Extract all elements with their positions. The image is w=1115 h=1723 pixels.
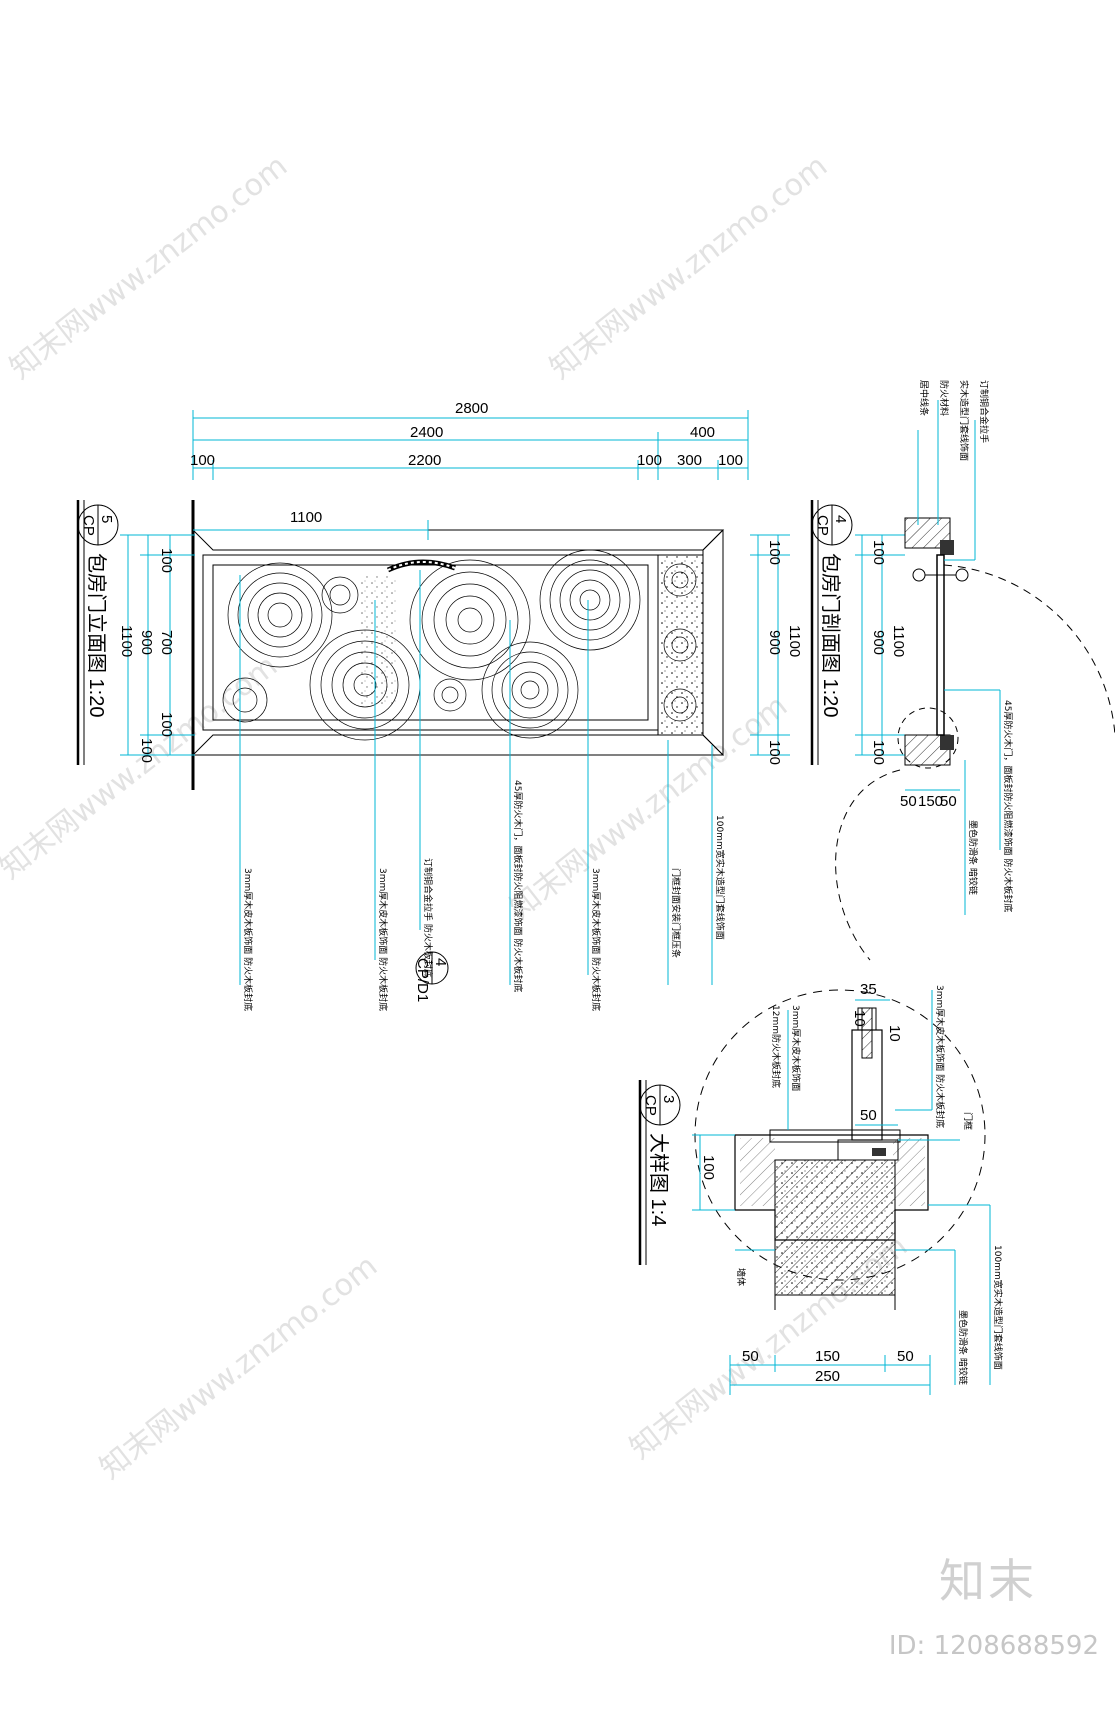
elevation-right-dimensions: 100 900 1100 100 bbox=[750, 534, 803, 765]
dim-1100: 1100 bbox=[890, 625, 907, 657]
note-section-door: 45厚防火木门，面板封防火阻燃漆饰面 防火木板封底 bbox=[1002, 700, 1014, 912]
dim-150: 150 bbox=[918, 793, 943, 810]
image-id: ID: 1208688592 bbox=[888, 1631, 1099, 1661]
dim-1100: 1100 bbox=[786, 625, 803, 657]
badge-reference: CP bbox=[80, 515, 97, 536]
dim-900: 900 bbox=[766, 630, 783, 655]
door-elevation bbox=[191, 500, 725, 790]
dim-900: 900 bbox=[138, 630, 155, 655]
drawing-title: 大样图 1:4 bbox=[647, 1133, 670, 1226]
door-section: 4 CP 包房门剖面图 1:20 100 900 1100 100 居中线条 防 bbox=[810, 380, 1115, 961]
dim-150: 150 bbox=[815, 1348, 840, 1365]
dim-100: 100 bbox=[766, 540, 783, 565]
note-detail-wall: 墙体 bbox=[735, 1268, 747, 1286]
note-detail-frame: 门框 bbox=[962, 1112, 974, 1130]
note-section: 实木造型门套线饰面 bbox=[958, 380, 970, 461]
elevation-annotations: 3mm厚木皮木板饰面 防火木板封底 3mm厚木皮木板饰面 防火木板封底 订制铜合… bbox=[239, 570, 726, 1011]
swirl-pattern bbox=[222, 549, 697, 741]
dim-100: 100 bbox=[158, 548, 175, 573]
note-fire-door: 45厚防火木门，面板封防火阻燃漆饰面 防火木板封底 bbox=[512, 780, 524, 992]
dim-1100: 1100 bbox=[290, 509, 322, 526]
badge-reference: CP/D1 bbox=[414, 958, 431, 1002]
dim-50: 50 bbox=[860, 1107, 877, 1124]
dim-100: 100 bbox=[158, 712, 175, 737]
dim-50: 50 bbox=[742, 1348, 759, 1365]
note-casing: 100mm宽实木造型门套线饰面 bbox=[714, 815, 726, 940]
dim-2400: 2400 bbox=[410, 424, 443, 441]
note-detail: 3mm厚木皮木板饰面 bbox=[790, 1005, 802, 1091]
note-detail-hinge: 墨色防滑条 暗铰链 bbox=[957, 1310, 969, 1385]
note-section: 订制铜合金拉手 bbox=[978, 380, 990, 443]
watermark-text: 知末网www.znzmo.com bbox=[3, 148, 294, 386]
dim-50: 50 bbox=[897, 1348, 914, 1365]
badge-reference: CP bbox=[642, 1095, 659, 1116]
note-section: 防火材料 bbox=[938, 380, 950, 416]
note-section: 居中线条 bbox=[918, 380, 930, 416]
dim-1100: 1100 bbox=[118, 625, 135, 657]
elevation-top-dimensions: 2800 2400 400 100 2200 100 300 100 1100 bbox=[190, 400, 749, 540]
door-handle bbox=[386, 559, 456, 573]
badge-number: 4 bbox=[832, 515, 849, 523]
note-detail: 3mm厚木皮木板饰面 防火木板封底 bbox=[934, 985, 946, 1128]
dim-10: 10 bbox=[886, 1025, 903, 1042]
dim-50: 50 bbox=[900, 793, 917, 810]
dim-400: 400 bbox=[690, 424, 715, 441]
dim-100: 100 bbox=[637, 452, 662, 469]
dim-250: 250 bbox=[815, 1368, 840, 1385]
watermark-text: 知末网www.znzmo.com bbox=[543, 148, 834, 386]
note-handle: 订制铜合金拉手 防火木板封底 bbox=[422, 858, 434, 978]
note-veneer: 3mm厚木皮木板饰面 防火木板封底 bbox=[377, 868, 389, 1011]
dim-100: 100 bbox=[190, 452, 215, 469]
dim-2200: 2200 bbox=[408, 452, 441, 469]
dim-35: 35 bbox=[860, 981, 877, 998]
note-detail: 12mm防火木板封底 bbox=[770, 1005, 782, 1088]
dim-300: 300 bbox=[677, 452, 702, 469]
dim-100: 100 bbox=[718, 452, 743, 469]
drawing-title: 包房门立面图 1:20 bbox=[85, 553, 108, 717]
drawing-title: 包房门剖面图 1:20 bbox=[819, 553, 842, 717]
dim-900: 900 bbox=[870, 630, 887, 655]
badge-reference: CP bbox=[814, 515, 831, 536]
door-leaf bbox=[202, 554, 659, 731]
watermark-text: 知末网www.znzmo.com bbox=[0, 648, 284, 886]
dim-10: 10 bbox=[851, 1010, 868, 1027]
badge-number: 3 bbox=[660, 1095, 677, 1103]
elevation-left-dimensions: 100 700 900 1100 100 100 bbox=[118, 534, 195, 763]
badge-number: 4 bbox=[432, 958, 449, 966]
elevation-title-left: 5 CP 包房门立面图 1:20 bbox=[76, 500, 119, 765]
note-detail-casing: 100mm宽实木造型门套线饰面 bbox=[992, 1245, 1004, 1370]
note-veneer: 3mm厚木皮木板饰面 防火木板封底 bbox=[590, 868, 602, 1011]
detail-section: 3 CP 大样图 1:4 35 10 10 50 100 3mm厚木 bbox=[638, 981, 1004, 1395]
dim-100: 100 bbox=[766, 740, 783, 765]
brand-logo: 知末 bbox=[939, 1554, 1037, 1608]
note-veneer: 3mm厚木皮木板饰面 防火木板封底 bbox=[242, 868, 254, 1011]
door-leaf-section bbox=[936, 554, 945, 736]
note-section-hinge: 墨色防滑条 暗铰链 bbox=[967, 820, 979, 895]
dim-100: 100 bbox=[870, 740, 887, 765]
dim-50: 50 bbox=[940, 793, 957, 810]
note-frame: 门框封面安装门框压条 bbox=[670, 868, 682, 958]
dim-100: 100 bbox=[870, 540, 887, 565]
watermark-text: 知末网www.znzmo.com bbox=[93, 1248, 384, 1486]
dim-100: 100 bbox=[700, 1155, 717, 1180]
badge-number: 5 bbox=[98, 515, 115, 523]
dim-100: 100 bbox=[138, 738, 155, 763]
dim-2800: 2800 bbox=[455, 400, 488, 417]
dim-700: 700 bbox=[158, 630, 175, 655]
